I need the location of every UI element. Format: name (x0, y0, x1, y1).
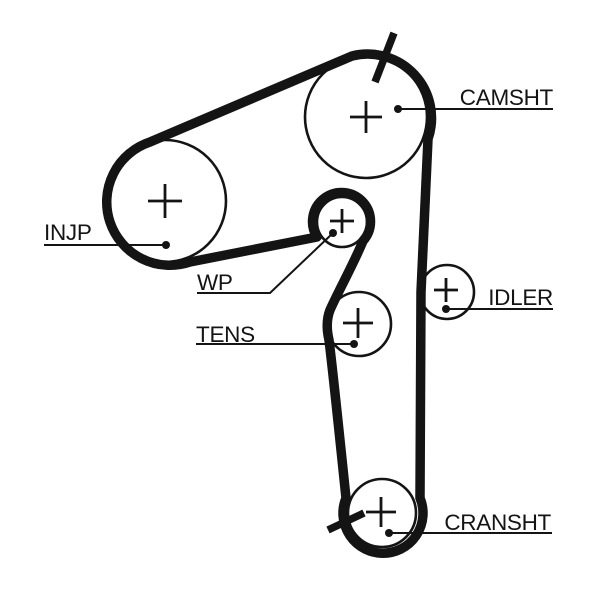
injection-pump-leader-dot (162, 241, 170, 249)
idler-label: IDLER (488, 285, 553, 310)
water-pump-center-cross-icon (330, 209, 354, 233)
water-pump-leader-line (197, 232, 334, 294)
tensioner-label: TENS (196, 322, 255, 347)
camshaft-center-cross-icon (350, 101, 382, 133)
injection-pump-center-cross-icon (148, 184, 182, 218)
injection-pump-label: INJP (44, 220, 92, 245)
water-pump-leader-dot (329, 229, 337, 237)
camshaft-label: CAMSHT (460, 85, 554, 110)
crankshaft-leader-dot (385, 529, 393, 537)
tensioner-leader-dot (350, 340, 358, 348)
tensioner-center-cross-icon (343, 308, 373, 338)
idler-leader-dot (442, 305, 450, 313)
camshaft-leader-dot (394, 105, 402, 113)
belt (102, 49, 437, 558)
crankshaft-label: CRANSHT (444, 510, 551, 535)
water-pump-label: WP (197, 270, 233, 295)
crankshaft-center-cross-icon (366, 497, 396, 527)
idler-center-cross-icon (434, 278, 458, 302)
